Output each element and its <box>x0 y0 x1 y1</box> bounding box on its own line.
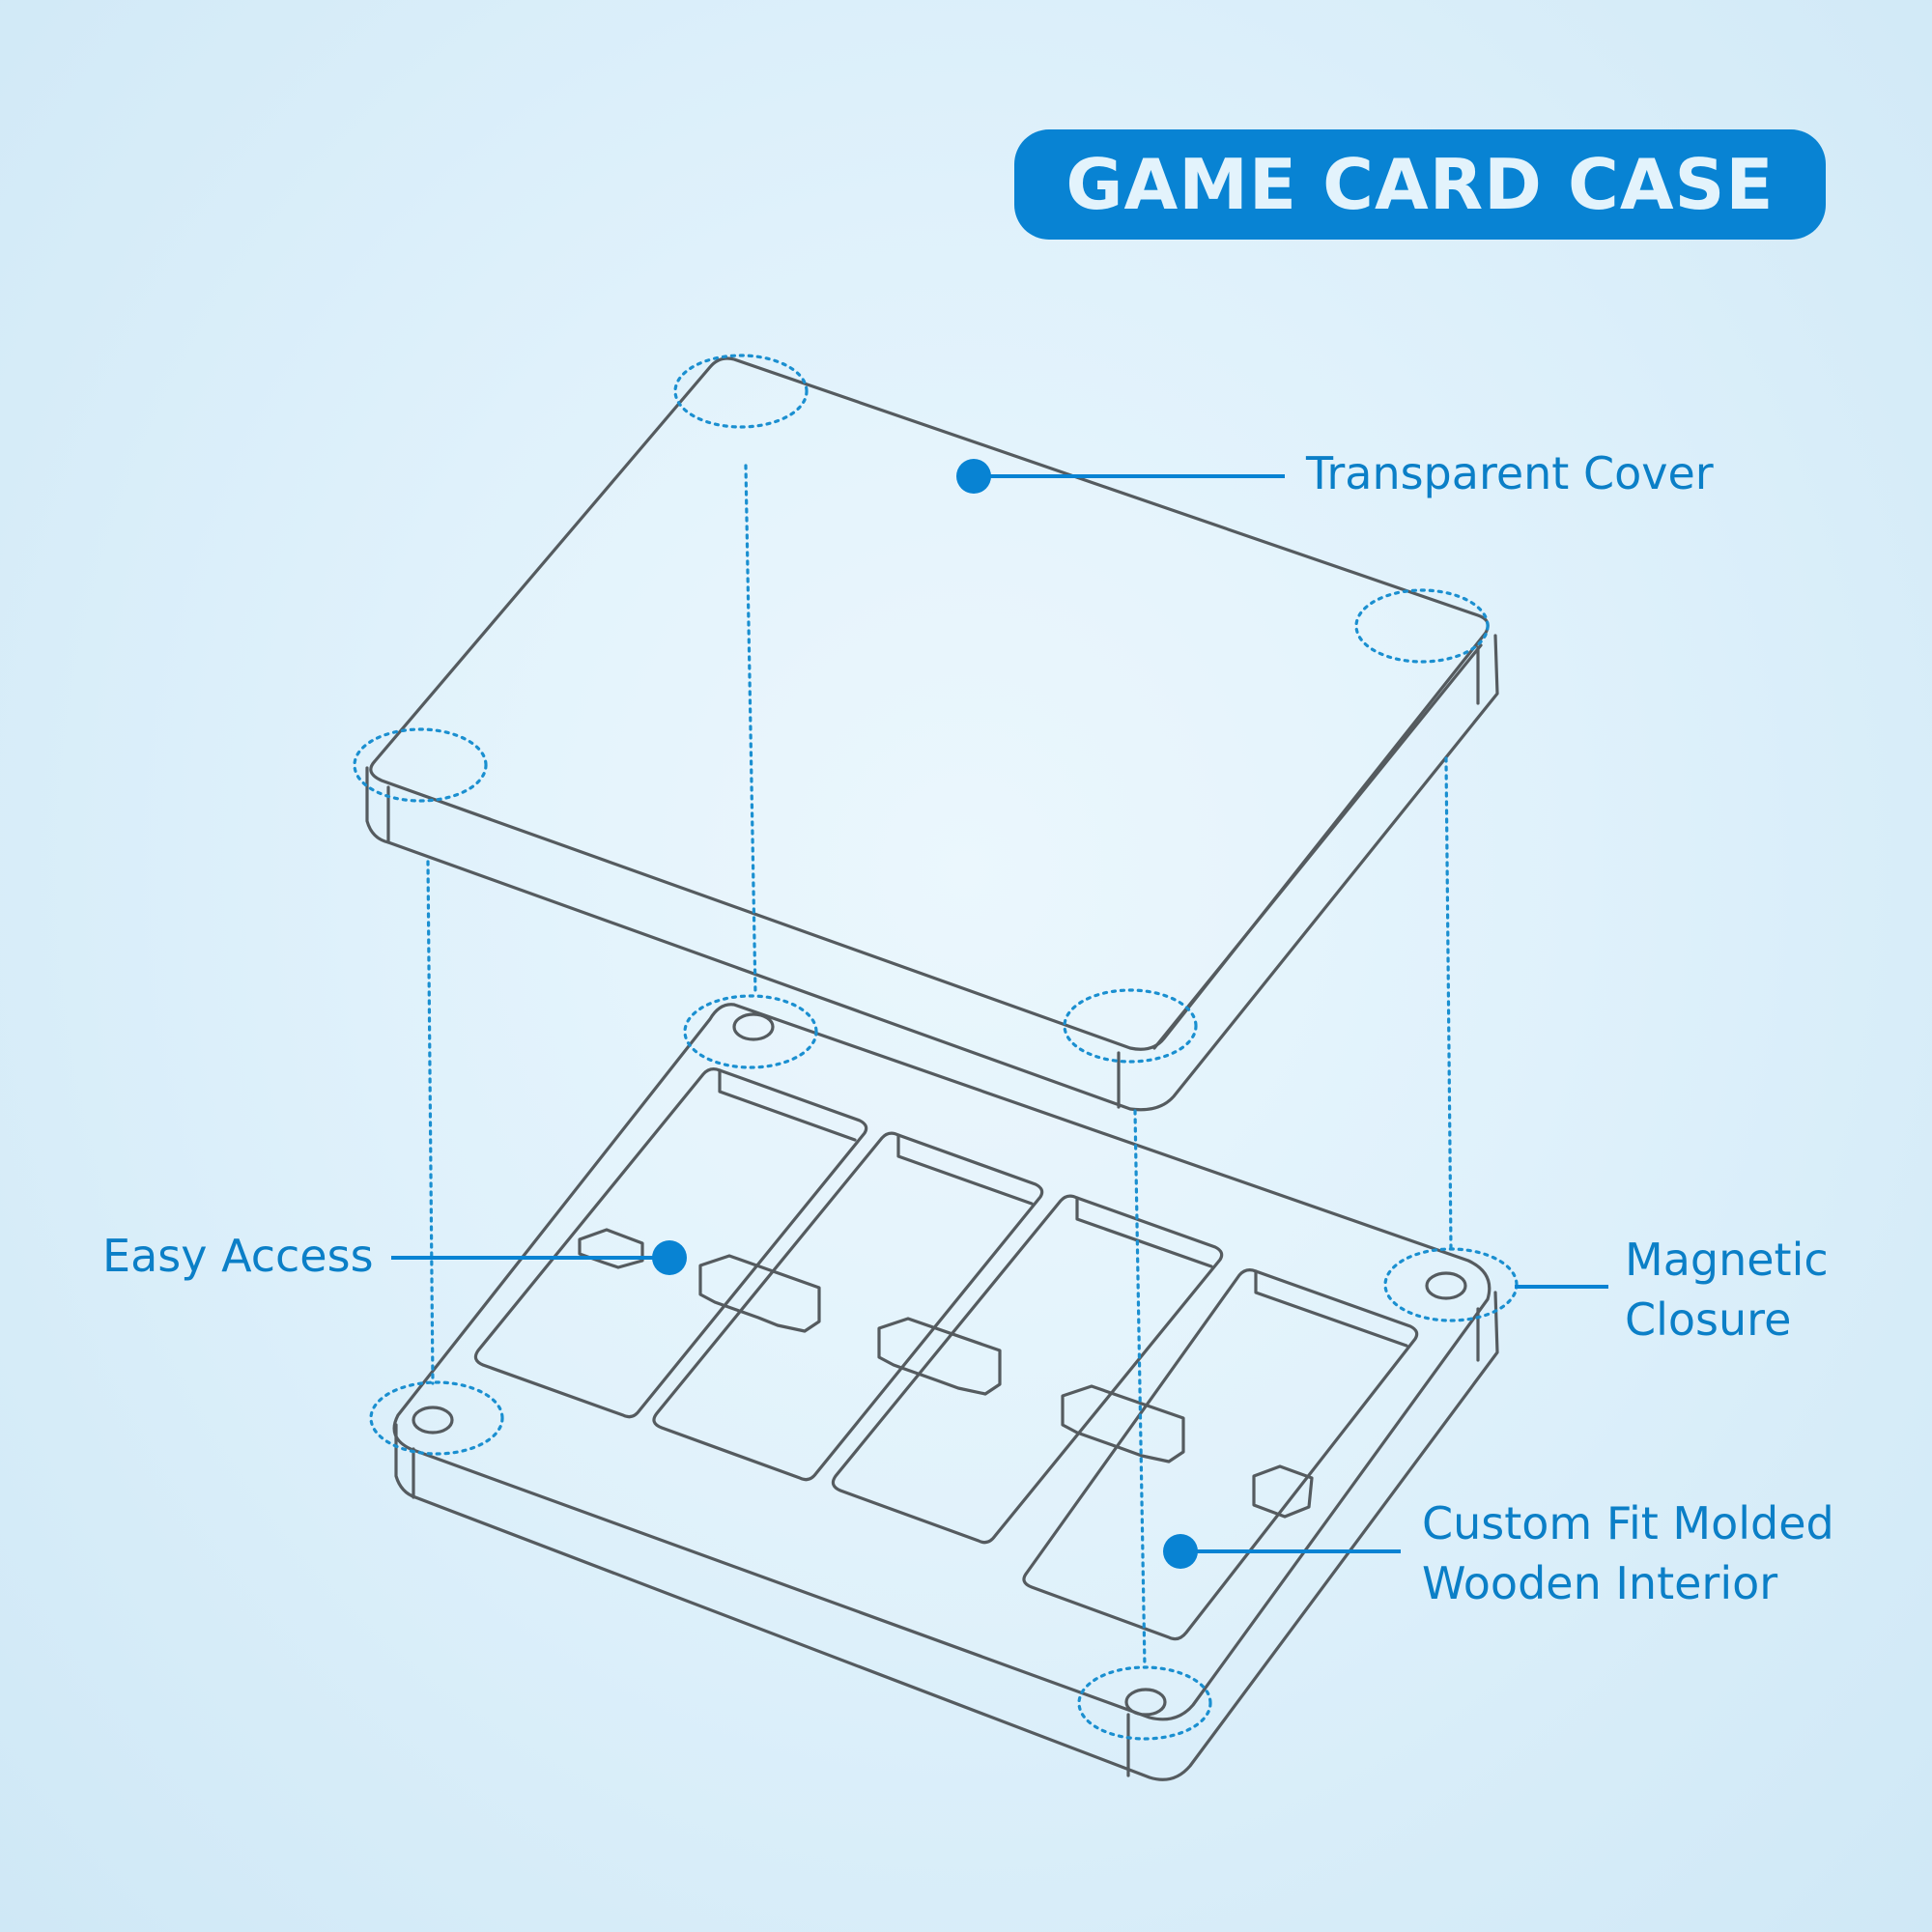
base-hole-left <box>412 1406 454 1435</box>
base-hole-right <box>1425 1271 1467 1300</box>
label-transparent-cover: Transparent Cover <box>1306 447 1714 499</box>
base-hole-back <box>732 1012 775 1041</box>
title-banner: GAME CARD CASE <box>1014 129 1826 240</box>
magnet-markers <box>353 354 1519 1741</box>
callout-interior-leader <box>1163 1534 1401 1569</box>
label-easy-access: Easy Access <box>102 1230 374 1282</box>
wooden-interior-base <box>392 1003 1499 1781</box>
label-interior-line2: Wooden Interior <box>1422 1557 1778 1609</box>
label-magnetic-line2: Closure <box>1625 1293 1792 1346</box>
page-title: GAME CARD CASE <box>1065 144 1775 225</box>
label-magnetic-line1: Magnetic <box>1625 1234 1829 1286</box>
transparent-cover-lid <box>365 356 1499 1112</box>
callout-access-leader <box>391 1240 687 1275</box>
label-interior-line1: Custom Fit Molded <box>1422 1497 1834 1549</box>
callout-cover-leader <box>956 459 1285 494</box>
base-hole-front <box>1124 1688 1167 1717</box>
